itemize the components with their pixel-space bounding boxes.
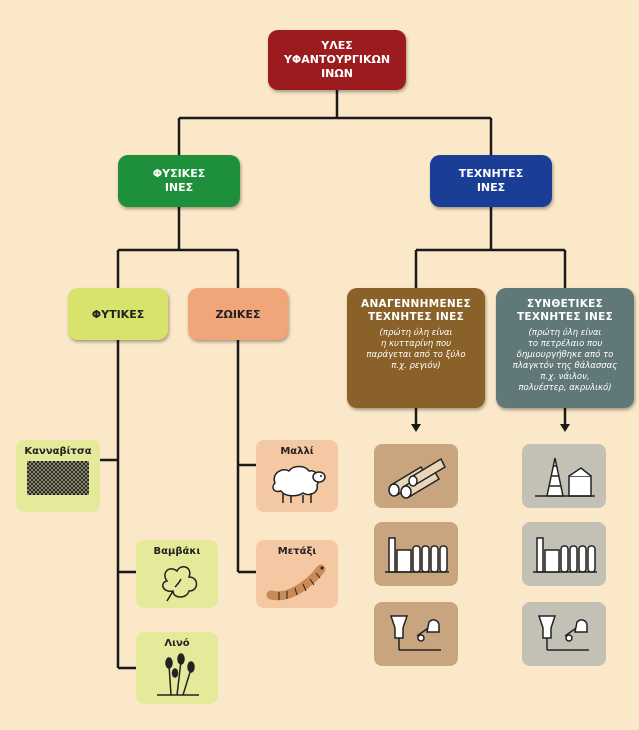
cotton-boll-icon (162, 566, 198, 602)
synthetic-desc-2: το πετρέλαιο που (527, 339, 603, 349)
cotton-item: Βαμβάκι (136, 540, 218, 608)
oil-rig-icon (535, 457, 595, 497)
logs-icon (388, 457, 446, 499)
silkworm-icon (266, 564, 326, 601)
wool-label: Μαλλί (280, 446, 314, 457)
sheep-icon (272, 465, 326, 503)
factory-tile-regenerated (374, 522, 458, 586)
flax-plant-icon (157, 653, 199, 696)
natural-fibers-node: ΦΥΣΙΚΕΣ ΙΝΕΣ (118, 155, 240, 207)
natural-line-1: ΦΥΣΙΚΕΣ (152, 167, 206, 180)
synthetic-desc-1: (πρώτη ύλη είναι (528, 328, 602, 338)
regenerated-desc-4: π.χ. ρεγιόν) (391, 361, 441, 371)
synthetic-title-2: ΤΕΧΝΗΤΕΣ ΙΝΕΣ (516, 311, 614, 323)
spinneret-tile-synthetic (522, 602, 606, 666)
plant-fibers-node: ΦΥΤΙΚΕΣ (68, 288, 168, 340)
hemp-label: Κανναβίτσα (24, 446, 92, 457)
silk-label: Μετάξι (277, 546, 317, 557)
artificial-fibers-node: ΤΕΧΝΗΤΕΣ ΙΝΕΣ (430, 155, 552, 207)
regenerated-desc: (πρώτη ύλη είναι η κυτταρίνη που παράγετ… (366, 328, 465, 372)
factory-icon (385, 537, 449, 573)
synthetic-desc-4: πλαγκτόν της θάλασσας (512, 361, 618, 371)
linen-label: Λινό (164, 638, 190, 649)
linen-item: Λινό (136, 632, 218, 704)
wool-item: Μαλλί (256, 440, 338, 512)
natural-line-2: ΙΝΕΣ (164, 181, 194, 194)
synthetic-desc-5: π.χ. νάιλον, (540, 372, 590, 382)
regenerated-desc-1: (πρώτη ύλη είναι (379, 328, 453, 338)
hemp-fabric-icon (27, 461, 89, 495)
regenerated-desc-3: παράγεται από το ξύλο (366, 350, 466, 360)
cotton-label: Βαμβάκι (153, 546, 201, 557)
root-line-2: ΥΦΑΝΤΟΥΡΓΙΚΩΝ (283, 53, 391, 66)
spinneret-icon (537, 615, 589, 651)
root-line-1: ΥΛΕΣ (321, 39, 353, 52)
hemp-item: Κανναβίτσα (16, 440, 100, 512)
synthetic-title-1: ΣΥΝΘΕΤΙΚΕΣ (526, 298, 604, 310)
spinneret-tile-regenerated (374, 602, 458, 666)
animal-fibers-node: ΖΩΙΚΕΣ (188, 288, 288, 340)
synthetic-desc-6: πολυέστερ, ακρυλικό) (518, 383, 612, 393)
synthetic-desc: (πρώτη ύλη είναι το πετρέλαιο που δημιου… (513, 328, 618, 394)
plant-label: ΦΥΤΙΚΕΣ (91, 307, 145, 321)
animal-label: ΖΩΙΚΕΣ (215, 307, 261, 321)
spinneret-icon (389, 615, 441, 651)
regenerated-fibers-node: ΑΝΑΓΕΝΝΗΜΕΝΕΣ ΤΕΧΝΗΤΕΣ ΙΝΕΣ (πρώτη ύλη ε… (347, 288, 485, 408)
regenerated-title-1: ΑΝΑΓΕΝΝΗΜΕΝΕΣ (361, 298, 471, 310)
artificial-line-1: ΤΕΧΝΗΤΕΣ (458, 167, 524, 180)
factory-tile-synthetic (522, 522, 606, 586)
logs-tile (374, 444, 458, 508)
regenerated-title-2: ΤΕΧΝΗΤΕΣ ΙΝΕΣ (367, 311, 465, 323)
synthetic-desc-3: δημιουργήθηκε από το (516, 350, 614, 360)
regenerated-desc-2: η κυτταρίνη που (380, 339, 452, 349)
silk-item: Μετάξι (256, 540, 338, 608)
root-node: ΥΛΕΣ ΥΦΑΝΤΟΥΡΓΙΚΩΝ ΙΝΩΝ (268, 30, 406, 90)
oil-rig-tile (522, 444, 606, 508)
factory-icon (533, 537, 597, 573)
root-line-3: ΙΝΩΝ (321, 67, 353, 80)
artificial-line-2: ΙΝΕΣ (476, 181, 506, 194)
synthetic-fibers-node: ΣΥΝΘΕΤΙΚΕΣ ΤΕΧΝΗΤΕΣ ΙΝΕΣ (πρώτη ύλη είνα… (496, 288, 634, 408)
